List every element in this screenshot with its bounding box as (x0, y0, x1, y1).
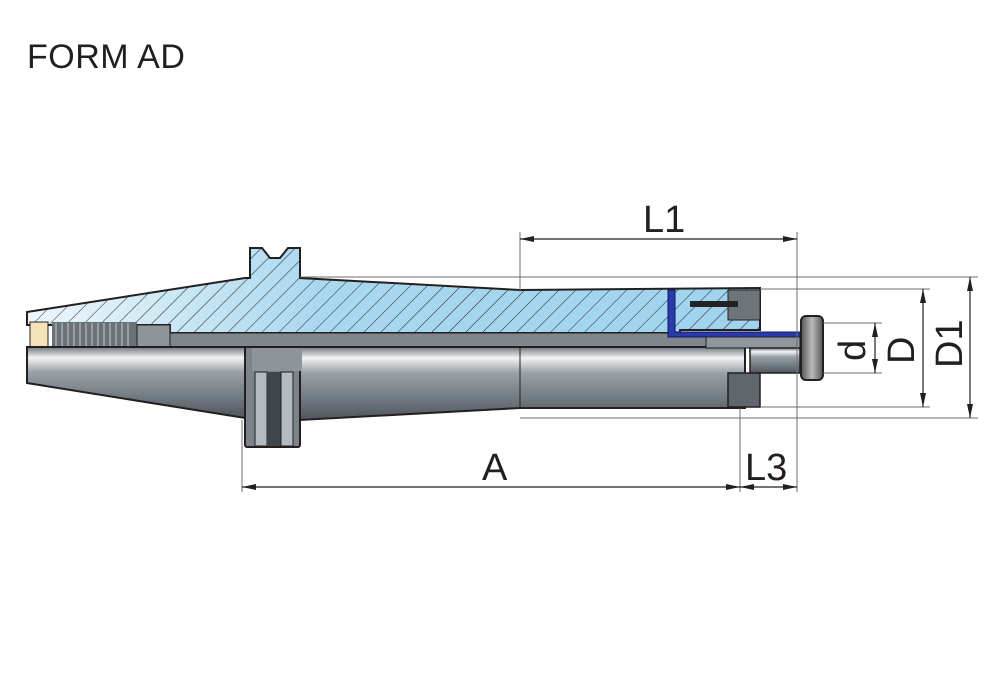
dim-label-A: A (482, 447, 508, 489)
dim-label-d: d (832, 340, 874, 361)
dim-label-D1: D1 (929, 319, 971, 368)
dim-label-L3: L3 (745, 447, 787, 489)
extension-lines (241, 232, 978, 492)
dim-label-L1: L1 (643, 199, 685, 241)
dim-label-D: D (881, 337, 923, 364)
stop-screw-knob (800, 315, 824, 381)
holder-section-view (26, 247, 801, 374)
holder-lower-half (26, 346, 761, 422)
screw (690, 301, 738, 307)
dimension-lines (242, 236, 973, 490)
flange (244, 346, 302, 448)
form-title: FORM AD (27, 38, 186, 76)
